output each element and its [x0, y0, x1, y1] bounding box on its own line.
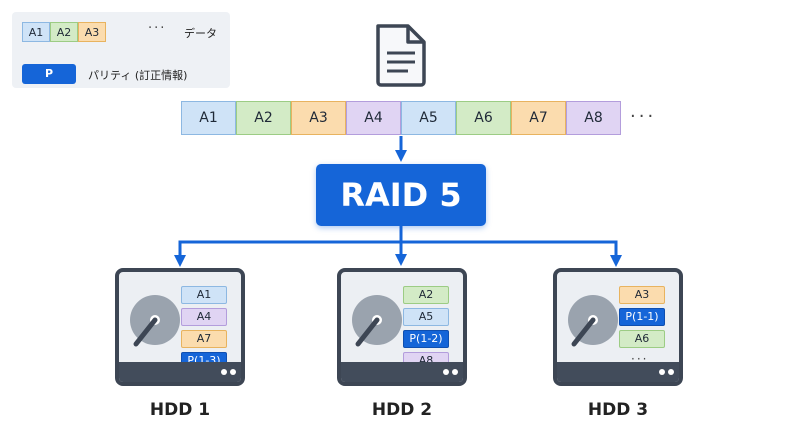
hdd3-block-1: A3	[619, 286, 665, 304]
drive-led	[659, 369, 665, 375]
drive-led	[230, 369, 236, 375]
drive-base	[557, 362, 679, 382]
legend: A1 A2 A3 ··· データ P パリティ (訂正情報)	[12, 12, 230, 88]
hdd1-block-1: A1	[181, 286, 227, 304]
disk-platter-icon	[352, 295, 402, 347]
drive-led	[452, 369, 458, 375]
strip-cell-a3: A3	[291, 101, 346, 135]
legend-cell-a1: A1	[22, 22, 50, 42]
legend-parity-label: パリティ (訂正情報)	[88, 69, 188, 82]
document-icon	[376, 24, 426, 87]
disk-platter-icon	[130, 295, 180, 347]
strip-cell-a7: A7	[511, 101, 566, 135]
strip-dots: ···	[630, 106, 657, 127]
strip-cell-a2: A2	[236, 101, 291, 135]
drive-led	[668, 369, 674, 375]
strip-cell-a6: A6	[456, 101, 511, 135]
hdd-1-label: HDD 1	[149, 400, 211, 420]
drive-base	[119, 362, 241, 382]
hdd2-block-1: A2	[403, 286, 449, 304]
hdd-2: A2 A5 P(1-2) A8	[337, 268, 467, 386]
strip-cell-a5: A5	[401, 101, 456, 135]
legend-data-label: データ	[184, 27, 217, 40]
arrow-raid-to-drives	[174, 226, 622, 267]
data-block-strip: A1 A2 A3 A4 A5 A6 A7 A8	[181, 101, 621, 135]
legend-cell-a2: A2	[50, 22, 78, 42]
strip-cell-a1: A1	[181, 101, 236, 135]
legend-parity-symbol: P	[22, 64, 76, 84]
strip-cell-a8: A8	[566, 101, 621, 135]
hdd1-block-2: A4	[181, 308, 227, 326]
hdd2-block-2: A5	[403, 308, 449, 326]
legend-cell-a3: A3	[78, 22, 106, 42]
raid-5-box: RAID 5	[316, 164, 486, 226]
hdd-2-label: HDD 2	[371, 400, 433, 420]
drive-base	[341, 362, 463, 382]
hdd-1: A1 A4 A7 P(1-3)	[115, 268, 245, 386]
hdd-3-label: HDD 3	[587, 400, 649, 420]
strip-cell-a4: A4	[346, 101, 401, 135]
disk-platter-icon	[568, 295, 618, 347]
drive-led	[443, 369, 449, 375]
hdd3-block-3: A6	[619, 330, 665, 348]
legend-dots: ···	[148, 21, 167, 36]
drive-led	[221, 369, 227, 375]
hdd1-block-3: A7	[181, 330, 227, 348]
hdd3-parity-block: P(1-1)	[619, 308, 665, 326]
hdd2-parity-block: P(1-2)	[403, 330, 449, 348]
hdd-3: A3 P(1-1) A6 ···	[553, 268, 683, 386]
